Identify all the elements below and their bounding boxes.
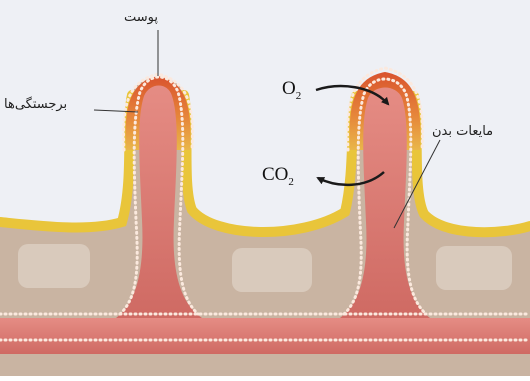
oxygen-subscript: 2 [296,90,302,102]
co2-symbol: CO [262,164,288,185]
tissue-cell [18,244,90,288]
body-fluid-channel [0,318,530,354]
projections-label: برجستگی‌ها [4,97,67,112]
tissue-cell [436,246,512,290]
oxygen-label: O2 [282,78,301,102]
skin-label: پوست [124,10,158,25]
co2-subscript: 2 [288,176,294,188]
co2-label: CO2 [262,164,294,188]
body-fluids-label: مایعات بدن [432,124,493,139]
tissue-cell [232,248,312,292]
oxygen-symbol: O [282,78,296,99]
